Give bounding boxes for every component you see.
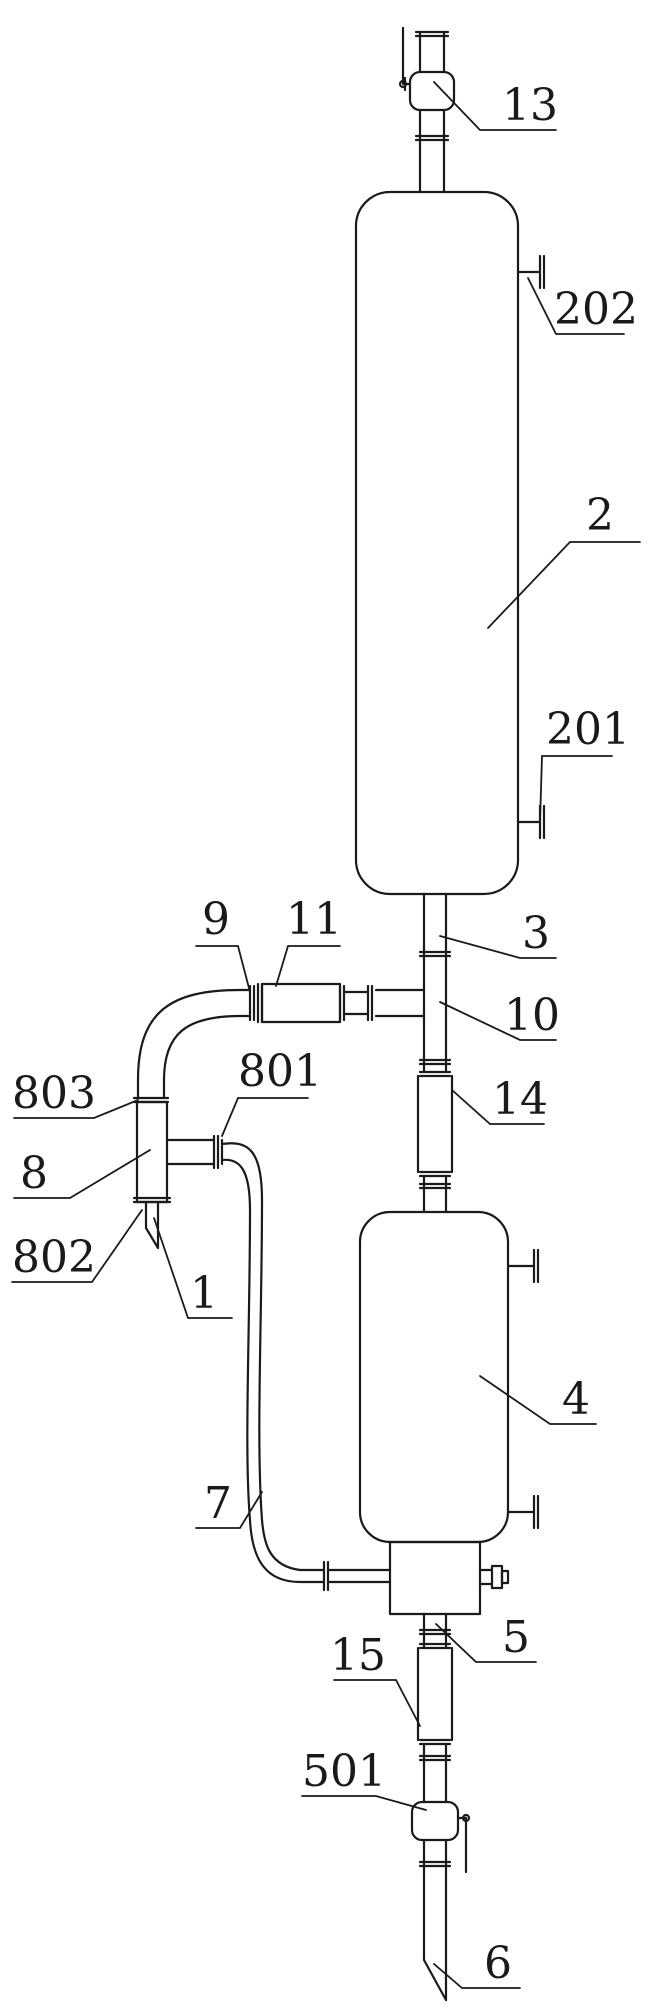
component-8 xyxy=(132,1096,224,1250)
label-10: 10 xyxy=(504,990,560,1041)
hose-7 xyxy=(220,1142,392,1592)
label-9: 9 xyxy=(202,894,230,945)
label-501: 501 xyxy=(302,1746,386,1797)
label-13: 13 xyxy=(502,80,558,131)
label-801: 801 xyxy=(238,1046,322,1097)
label-11: 11 xyxy=(286,894,342,945)
lower-vessel xyxy=(358,1210,540,1544)
label-2: 2 xyxy=(586,490,614,541)
label-15: 15 xyxy=(330,1630,386,1681)
label-4: 4 xyxy=(562,1374,590,1425)
middle-pipe xyxy=(416,892,454,1214)
top-pipe-with-valve xyxy=(398,26,456,194)
upper-vessel xyxy=(354,190,546,896)
label-8: 8 xyxy=(20,1148,48,1199)
label-1: 1 xyxy=(190,1268,218,1319)
label-5: 5 xyxy=(502,1612,530,1663)
label-802: 802 xyxy=(12,1232,96,1283)
label-7: 7 xyxy=(204,1478,232,1529)
reference-labels: 13 202 2 201 9 11 3 10 801 803 14 8 802 … xyxy=(12,80,638,1989)
label-6: 6 xyxy=(484,1938,512,1989)
leader-lines xyxy=(11,81,641,1989)
lower-pipe xyxy=(410,1612,471,2002)
label-202: 202 xyxy=(554,284,638,335)
label-803: 803 xyxy=(12,1068,96,1119)
label-3: 3 xyxy=(522,908,550,959)
box-5 xyxy=(388,1540,510,1616)
label-201: 201 xyxy=(546,704,630,755)
label-14: 14 xyxy=(492,1074,548,1125)
